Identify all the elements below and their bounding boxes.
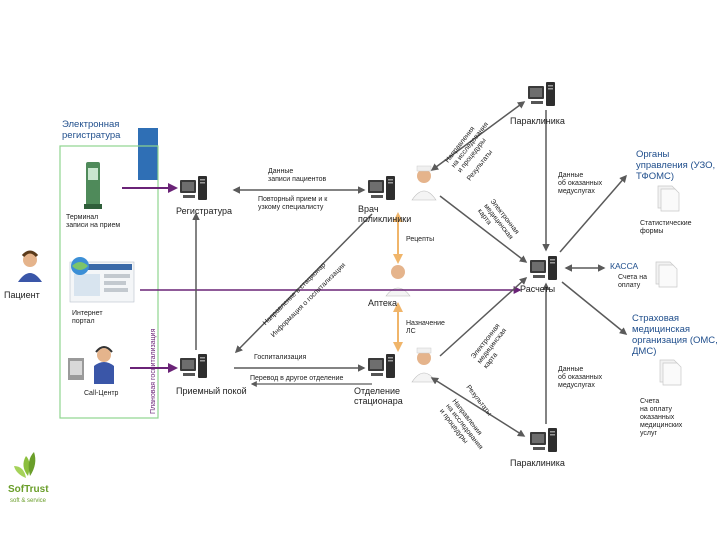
- doctor-to-payments-arrow: [439, 195, 528, 263]
- data-services-top-label: Данные об оказанных медуслугах: [558, 172, 603, 196]
- payments-to-insurance-arrow: [561, 281, 628, 335]
- prescriptions-label: Рецепты: [406, 236, 435, 243]
- admission-label: Приемный покой: [176, 386, 247, 396]
- stat-forms-label: Статистические формы: [640, 220, 692, 236]
- doctor-polyclinic-icon: [411, 165, 437, 201]
- payments-label: Расчеты: [520, 284, 556, 294]
- bills-services-label: Счета на оплату оказанных медицинских ус…: [640, 398, 683, 438]
- hospitalization-label: Госпитализация: [254, 354, 307, 361]
- internet-portal-icon: [69, 257, 135, 303]
- admission-computer-icon: [180, 354, 207, 378]
- paraclinic-bottom-computer-icon: [530, 428, 557, 452]
- patient-icon: [18, 250, 42, 282]
- terminal-label: Терминал записи на прием: [66, 214, 121, 230]
- patient-label: Пациент: [4, 290, 40, 300]
- doctor-inpatient-icon: [411, 347, 437, 383]
- svg-text:soft & service: soft & service: [10, 498, 47, 504]
- pharmacy-label: Аптека: [368, 298, 398, 308]
- repeat-visit-label: Повторный прием и к узкому специалисту: [258, 196, 328, 212]
- authorities-label: Органы управления (УЗО, ТФОМС): [636, 149, 716, 182]
- payments-computer-icon: [530, 256, 557, 280]
- call-center-operator-icon: [68, 346, 114, 384]
- bills-label: Счета на оплату: [618, 274, 648, 290]
- inpatient-paraclinic-bottom-arrow: [430, 377, 526, 437]
- e-registry-title: Электронная регистратура: [62, 119, 121, 141]
- svg-text:SofTrust: SofTrust: [8, 484, 49, 495]
- inpatient-label: Отделение стационара: [354, 386, 403, 407]
- bills-document-icon: [655, 261, 678, 288]
- pharmacist-icon: [385, 265, 411, 297]
- insurance-label: Страховая медицинская организация (ОМС, …: [632, 313, 718, 357]
- inpatient-to-payments-arrow: [439, 276, 528, 357]
- softrust-logo: SofTrust soft & service: [8, 452, 49, 504]
- doctor-to-admission-arrow: [234, 213, 373, 354]
- bills-services-document-icon: [659, 359, 682, 386]
- patient-data-label: Данные записи пациентов: [268, 168, 327, 184]
- doctor-label: Врач поликлиники: [358, 204, 412, 225]
- terminal-icon: [84, 162, 102, 209]
- registry-label: Регистратура: [176, 206, 232, 216]
- doctor-paraclinic-top-arrow: [430, 101, 526, 171]
- paraclinic-top-computer-icon: [528, 82, 555, 106]
- planned-hospitalization-label: Плановая госпитализация: [150, 328, 157, 414]
- assign-ls-label: Назначение ЛС: [406, 320, 445, 336]
- internet-portal-label: Интернет портал: [72, 310, 103, 326]
- payments-to-authorities-arrow: [559, 174, 627, 253]
- registry-computer-icon: [180, 176, 207, 200]
- transfer-label: Перевод в другое отделение: [250, 375, 344, 382]
- e-registry-panel: [138, 128, 158, 180]
- paraclinic-top-label: Параклиника: [510, 116, 565, 126]
- cashier-label: КАССА: [610, 261, 639, 271]
- inpatient-computer-icon: [368, 354, 395, 378]
- e-registry-group: [59, 145, 159, 419]
- doctor-computer-icon: [368, 176, 395, 200]
- data-services-bottom-label: Данные об оказанных медуслугах: [558, 366, 603, 390]
- paraclinic-bottom-label: Параклиника: [510, 458, 565, 468]
- stat-forms-document-icon: [657, 185, 680, 212]
- call-center-label: Call-Центр: [84, 390, 119, 397]
